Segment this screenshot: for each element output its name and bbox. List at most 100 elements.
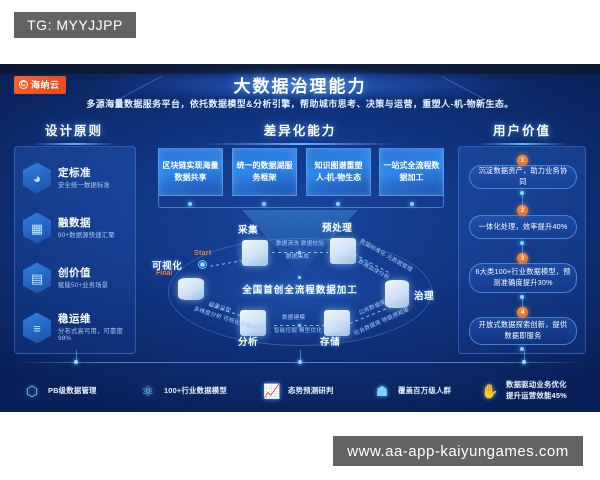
flow-node-label: 治理 (414, 291, 435, 302)
capability-bracket (158, 196, 444, 208)
bracket-dot (262, 202, 266, 206)
divider-stub (76, 350, 77, 361)
watermark-top: TG: MYYJJPP (14, 12, 136, 38)
principle-item[interactable]: ▤ 创价值 赋能50+业务场景 (23, 255, 131, 301)
title-underline (202, 143, 398, 145)
brand-logo[interactable]: C 海纳云 (14, 76, 66, 94)
page-subtitle: 多源海量数据服务平台，依托数据模型&分析引擎，帮助城市思考、决策与运营，重塑人-… (86, 99, 514, 109)
principle-desc: 80+数据源快速汇聚 (58, 231, 115, 239)
design-principles-panel: ◕ 定标准 安全统一数据标准 ▦ 融数据 80+数据源快速汇聚 ▤ 创价值 赋能… (14, 146, 136, 354)
storage-cube-icon[interactable] (324, 310, 350, 336)
visualize-dome-icon[interactable] (178, 278, 204, 300)
divider-dot (522, 360, 526, 364)
flow-edge-label: 智能挖掘 模型优化 (274, 328, 323, 334)
principle-title: 融数据 (58, 216, 91, 229)
preprocess-cube-icon[interactable] (330, 238, 356, 264)
flow-node-label: 存储 (320, 337, 341, 348)
flow-edge-label: 数据清洗 数据校验 (276, 241, 325, 247)
value-connector-dot (520, 295, 524, 299)
divider-stub (524, 350, 525, 361)
principle-title: 定标准 (58, 166, 91, 179)
section-title-user-value: 用户价值 (458, 120, 586, 145)
hex-cube-icon: ⬡ (25, 383, 39, 399)
infographic-canvas: C 海纳云 大数据治理能力 多源海量数据服务平台，依托数据模型&分析引擎，帮助城… (0, 64, 600, 412)
value-badge: 1 (517, 155, 528, 166)
section-title-text: 差异化能力 (263, 124, 337, 138)
metric-label: 100+行业数据模型 (164, 385, 227, 395)
watermark-bottom: www.aa-app-kaiyungames.com (333, 436, 583, 466)
title-underline (32, 143, 116, 145)
flow-node-label: 预处理 (322, 223, 353, 234)
value-connector-dot (520, 347, 524, 351)
flow-caption: 全国首创全流程数据加工 (242, 285, 358, 296)
metric-item[interactable]: ✋ 数据驱动业务优化 提升运营效能45% (480, 370, 598, 412)
metric-label: 覆盖百万级人群 (398, 385, 452, 395)
principle-desc: 赋能50+业务场景 (58, 281, 109, 289)
capability-card[interactable]: 一站式全流程数据加工 (379, 148, 444, 196)
metric-item[interactable]: ⚛ 100+行业数据模型 (138, 370, 268, 412)
capability-card[interactable]: 区块链实现海量数据共享 (158, 148, 223, 196)
value-badge: 2 (517, 205, 528, 216)
value-item[interactable]: 一体化处理，效率提升40% (469, 215, 577, 239)
bracket-dot (336, 202, 340, 206)
metric-item[interactable]: ☗ 覆盖百万级人群 (372, 370, 492, 412)
value-connector-dot (520, 241, 524, 245)
value-badge: 3 (517, 253, 528, 264)
divider-stub (300, 350, 301, 361)
capability-card[interactable]: 知识图谱重塑人-机-物生态 (306, 148, 371, 196)
value-connector (522, 299, 523, 309)
govern-cylinder-icon[interactable] (385, 280, 409, 308)
brand-mark-icon: C (19, 80, 28, 89)
server-stack-icon: ≡ (23, 312, 51, 344)
bracket-dot (188, 202, 192, 206)
principle-desc: 安全统一数据标准 (58, 181, 110, 189)
principle-title: 创价值 (58, 266, 91, 279)
metric-item[interactable]: ⬡ PB级数据管理 (22, 370, 142, 412)
value-connector (522, 245, 523, 255)
value-item[interactable]: 6大类100+行业数据模型，预测准确度提升30% (469, 263, 577, 293)
capability-card[interactable]: 统一的数据湖服务框架 (232, 148, 297, 196)
principle-item[interactable]: ◕ 定标准 安全统一数据标准 (23, 155, 131, 201)
value-badge: 4 (517, 307, 528, 318)
value-item[interactable]: 沉淀数据资产，助力业务协同 (469, 165, 577, 189)
bracket-dot (410, 202, 414, 206)
metrics-bar: ⬡ PB级数据管理 ⚛ 100+行业数据模型 📈 态势预测研判 ☗ 覆盖百万级人… (0, 370, 600, 412)
flow-dot (298, 324, 301, 327)
metric-item[interactable]: 📈 态势预测研判 (262, 370, 377, 412)
divider-dot (298, 360, 302, 364)
metric-label: 数据驱动业务优化 提升运营效能45% (506, 380, 567, 400)
metric-label: 态势预测研判 (288, 385, 334, 395)
section-title-design-principles: 设计原则 (14, 120, 134, 145)
user-icon: ☗ (375, 383, 389, 399)
value-item[interactable]: 开放式数据探索创新，提供数据即服务 (469, 317, 577, 345)
principle-title: 稳运维 (58, 313, 91, 326)
principle-desc: 分布式高可用，可靠度98% (58, 327, 123, 343)
flow-start-icon (198, 260, 207, 269)
brand-name: 海纳云 (31, 80, 60, 90)
section-title-text: 设计原则 (44, 124, 103, 138)
flow-edge-label: 数据建模 (282, 315, 306, 321)
principle-item[interactable]: ≡ 稳运维 分布式高可用，可靠度98% (23, 305, 131, 351)
flow-final-label: Final (156, 270, 173, 277)
page-title: 大数据治理能力 (233, 77, 367, 96)
value-connector (522, 195, 523, 207)
flow-center-dot (298, 276, 301, 279)
metric-label: PB级数据管理 (48, 385, 97, 395)
value-connector-dot (520, 191, 524, 195)
trend-chart-icon: 📈 (263, 383, 281, 399)
flow-node-label: 分析 (238, 337, 259, 348)
capability-cards: 区块链实现海量数据共享 统一的数据湖服务框架 知识图谱重塑人-机-物生态 一站式… (158, 148, 444, 200)
chart-pie-icon: ◕ (23, 162, 51, 194)
collect-box-icon[interactable] (242, 240, 268, 266)
hand-coin-icon: ✋ (481, 383, 499, 399)
analyze-layers-icon[interactable] (240, 310, 266, 336)
section-title-capabilities: 差异化能力 (160, 120, 440, 145)
flow-node-label: 可视化 (152, 261, 183, 272)
monitor-icon: ▤ (23, 262, 51, 294)
database-grid-icon: ▦ (23, 212, 51, 244)
principle-item[interactable]: ▦ 融数据 80+数据源快速汇聚 (23, 205, 131, 251)
molecule-icon: ⚛ (141, 383, 155, 399)
flow-node-label: 采集 (238, 225, 259, 236)
flow-start-label: Start (194, 250, 212, 257)
user-value-panel: 1 沉淀数据资产，助力业务协同 2 一体化处理，效率提升40% 3 6大类100… (458, 146, 586, 354)
